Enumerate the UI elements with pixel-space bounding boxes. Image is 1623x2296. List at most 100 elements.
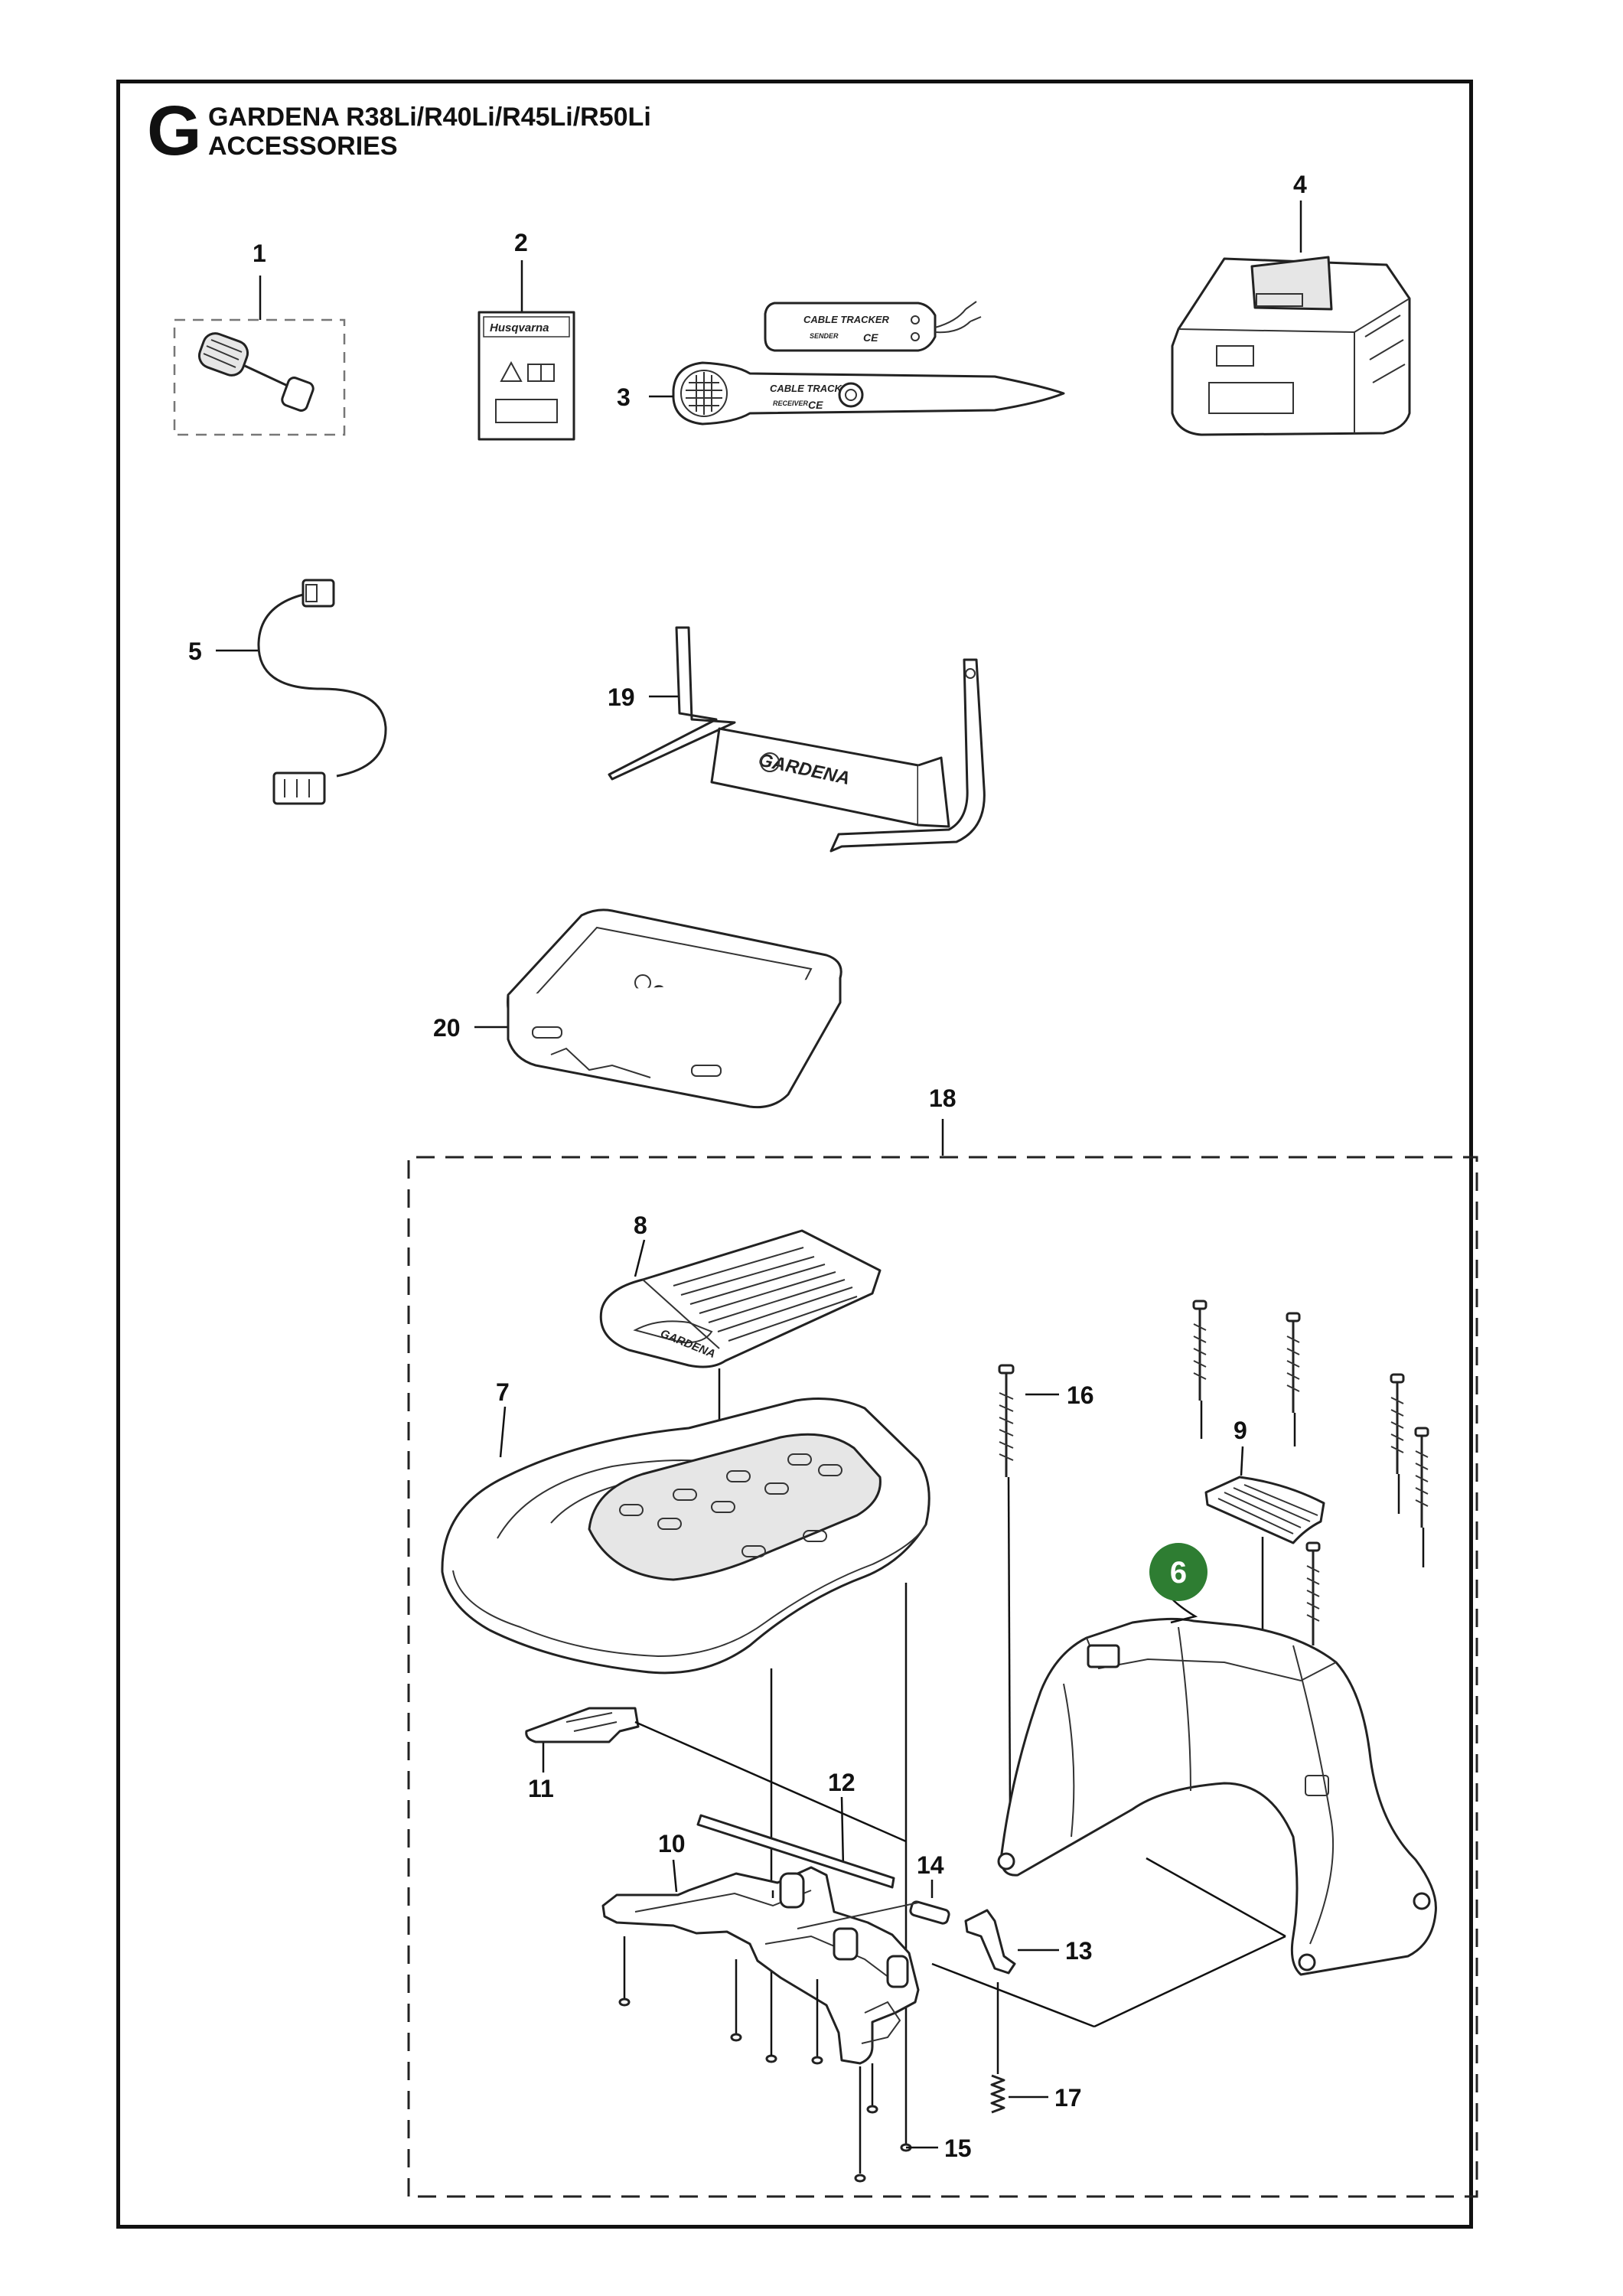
leader-6-to-10 [931,1962,1095,2028]
section-subtitle: ACCESSORIES [208,132,398,161]
callout-12: 12 [828,1769,855,1796]
leader-12 [840,1796,845,1868]
part-11-lever-body [525,1707,640,1743]
leader-7 [499,1406,507,1458]
callout-11: 11 [528,1775,554,1802]
callout-9: 9 [1234,1417,1247,1444]
callout-7: 7 [496,1378,510,1406]
part-1-kit-box [173,318,346,436]
part-10-frame-body [601,1866,920,2065]
callout-17: 17 [1054,2084,1082,2112]
part-20-case-base [507,978,842,1109]
case-latch-right [691,1065,722,1077]
callout-6: 6 [1170,1556,1187,1590]
plate-slots [673,1247,858,1342]
part-19-right-arm [829,658,986,853]
part-5-cable [216,579,387,805]
callout-19: 19 [608,683,635,711]
callout-3: 3 [617,383,631,411]
leader-8 [634,1239,646,1277]
part-5-plug-top [301,579,335,608]
case-latch-left [532,1026,562,1039]
part-6-charging-hood [931,1583,1437,2028]
part-14-pin-body [909,1900,950,1925]
receiver-ce-mark: CE [808,399,823,411]
part-1-threaded-sleeve [197,332,249,377]
base-plate-pegs [619,1453,842,1557]
charger-indicator [1216,345,1254,367]
receiver-sub-label: RECEIVER [773,400,809,407]
callout-2: 2 [514,229,528,256]
model-title: GARDENA R38Li/R40Li/R45Li/R50Li [208,103,651,132]
part-15-screws [618,1936,938,2183]
peg-d [1414,1427,1429,1528]
part-1-plug-head [281,377,314,412]
manual-label-box [495,399,558,423]
peg-c [1390,1373,1405,1474]
peg-b [1286,1312,1301,1413]
part-7-base-plate [441,1397,930,2146]
sender-sub-label: SENDER [810,332,839,340]
part-5-plug-bottom [272,771,326,805]
part-10-frame [601,1859,920,2065]
part-4-battery-slot [1250,256,1333,311]
part-6-hood-body [999,1617,1437,1976]
part-9-grille [1204,1446,1325,1638]
callout-1: 1 [253,240,266,267]
leader-16-to-6 [1007,1476,1012,1815]
cable-tracker-sender [764,302,937,352]
part-4-charger [1171,201,1411,436]
part-12-rod [696,1796,895,1889]
part-5-cable-wire [257,592,387,778]
hood-peg-hole-front [1298,1953,1316,1971]
part-18-kit-box [407,1156,1478,2198]
part-1-pin [244,364,292,389]
callout-6-highlight [1149,1543,1207,1601]
receiver-power-button-icon [838,382,864,408]
leader-10 [672,1859,678,1893]
callout-14: 14 [917,1851,944,1879]
callout-5: 5 [188,638,202,665]
part-2-manual: Husqvarna [477,260,575,441]
part-9-grille-body [1204,1476,1325,1544]
part-4-charger-body [1171,257,1411,436]
part-17-spring-coil [990,2074,1005,2114]
part-16-peg [998,1364,1059,1815]
receiver-title-label: CABLE TRACKER [770,383,856,394]
leader-9 [1240,1446,1244,1476]
sender-led-icon-2 [911,332,920,341]
part-8-plate [599,1229,882,1368]
callout-16: 16 [1067,1381,1094,1409]
part-19-wall-bracket: GARDENA [608,626,986,853]
peg-a [1192,1300,1207,1401]
part-11-lever [525,1707,907,1843]
part-13-contact-body [964,1909,1016,1975]
hood-peg-hole-left [997,1852,1015,1870]
sender-ce-mark: CE [863,331,878,344]
part-18-charging-station-kit [407,1119,1478,2198]
callout-13: 13 [1065,1937,1093,1965]
callout-4: 4 [1293,171,1307,198]
sender-probe-wires [934,301,982,334]
callout-15: 15 [944,2135,972,2162]
diagram-frame [116,80,1473,2229]
part-14-pin [909,1880,950,1925]
callout-8: 8 [634,1212,647,1239]
callout-20: 20 [433,1014,461,1042]
gardena-logo-icon [760,752,780,772]
hood-cable-guide [1087,1644,1120,1668]
section-letter: G [147,92,202,170]
peg-e [1305,1541,1321,1645]
callout-numbers: 1 2 3 4 5 7 8 9 10 11 12 13 14 15 16 17 … [188,171,1307,2162]
part-19-left-arm [608,626,736,781]
cable-tracker-receiver [672,361,1065,426]
part-12-rod-body [696,1814,895,1889]
part-13-contact [964,1909,1059,1975]
part-17-spring [990,1982,1048,2114]
sender-title-label: CABLE TRACKER [803,314,890,325]
sender-led-icon [911,315,920,325]
pegs-group [1192,1300,1429,1645]
receiver-speaker-grille-icon [680,370,728,417]
